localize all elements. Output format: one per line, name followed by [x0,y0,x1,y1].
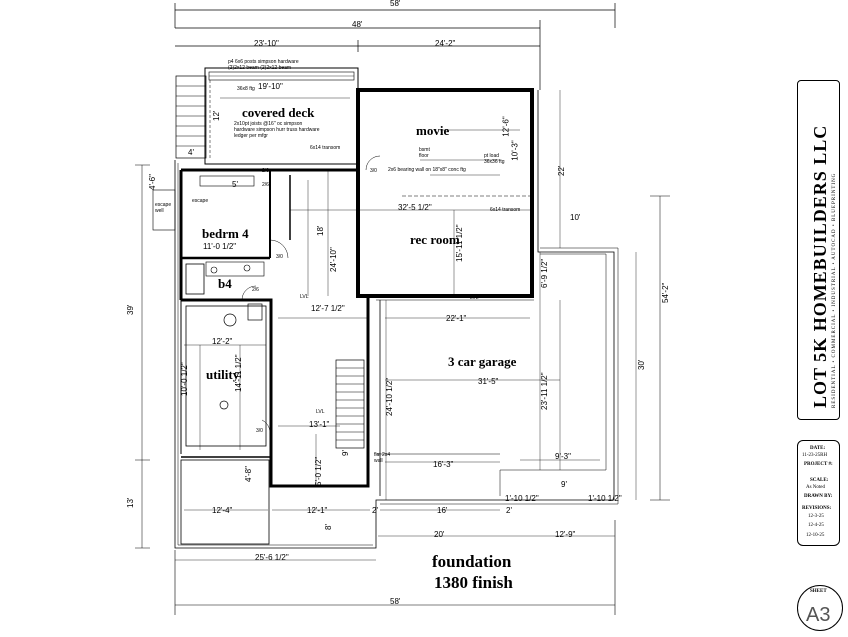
dim-32-5: 32'-5 1/2" [398,203,432,212]
note-door-2-6-a: 2/6 [262,182,269,188]
project-label: PROJECT #: [804,462,833,467]
dim-1-10-a: 1'-10 1/2" [505,494,539,503]
dim-13-1: 13'-1" [309,420,330,429]
dim-24-10: 24'-10" [329,247,338,272]
dim-4-6: 4'-6" [148,174,157,190]
dim-48: 48' [352,20,363,29]
dim-overall-top: 58' [390,0,401,8]
note-door-3-0-c: 3/0 [256,428,263,434]
dim-9: 9' [561,480,567,489]
dim-13: 13' [126,497,135,508]
note-lvl-1: LVL [300,294,309,300]
dim-30: 30' [637,359,646,370]
plan-title: foundation [432,552,512,571]
title-block [797,440,840,546]
dim-1-10-b: 1'-10 1/2" [588,494,622,503]
dim-12-2: 12'-2" [212,337,233,346]
scale-label: SCALE: [810,478,829,483]
room-bedroom-4: bedrm 4 [202,226,249,241]
dim-11-0: 11'-0 1/2" [203,242,237,251]
note-door-2-6-c: 2/6 [262,168,269,174]
company-name: LOT 5K HOMEBUILDERS LLC [810,124,830,408]
date-label: DATE: [810,446,826,451]
dim-24-2: 24'-2" [435,39,456,48]
dim-4-8: 4'-8" [244,466,253,482]
dim-23-11: 23'-11 1/2" [540,372,549,410]
dim-10: 10' [570,213,581,222]
note-door-3-0-a: 3/0 [276,254,283,260]
dim-16: 16' [437,506,448,515]
note-flat-wall: flat 2x4 wall [374,452,391,464]
dim-12-7: 12'-7 1/2" [311,304,345,313]
dim-9-v: 9' [341,450,350,456]
note-deck-beam2: (2)2x12 beam (2)2x12 beam [228,65,292,71]
dim-8: 8' [324,524,333,530]
revision-1: 12-3-25 [808,514,824,519]
dim-12-6: 12'-6" [501,116,511,137]
dim-4: 4' [188,148,194,157]
room-bath-4: b4 [218,276,232,291]
dim-9-3: 9'-3" [555,452,571,461]
sheet-number: A3 [806,604,831,626]
revision-3: 12-10-25 [806,533,825,538]
note-door-2-6-b: 2/6 [252,287,259,293]
note-pt-load: pt load 36x36 ftg [484,153,505,165]
note-deck-joists: 2x10pt joists @16" oc simpson hardware s… [234,121,320,139]
dim-54-2: 54'-2" [661,282,670,303]
dim-12: 12' [212,110,221,121]
note-door-3-0-b: 3/0 [370,168,377,174]
dim-15-11: 15'-11 1/2" [455,224,464,262]
date-value: 11-23-25RH [802,453,828,458]
sheet-marker [797,585,843,631]
dim-2-a: 2' [372,506,378,515]
dim-10-3: 10'-3" [510,140,520,161]
dim-25-6: 25'-6 1/2" [255,553,289,562]
room-garage: 3 car garage [448,354,517,369]
dim-20: 20' [434,530,445,539]
room-utility: utility [206,367,240,382]
dim-2-b: 2' [506,506,512,515]
dim-24-10-b: 24'-10 1/2" [385,377,394,416]
note-deck-ftg: 36x8 ftg [237,86,255,92]
note-bearing: 2x6 bearing wall on 18"x8" conc ftg [388,167,466,173]
dim-12-9: 12'-9" [555,530,576,539]
dim-16-3: 16'-3" [433,460,454,469]
note-transom-2: 6x14 transom [490,207,521,213]
drawn-label: DRAWN BY: [804,494,833,499]
dim-22-1: 22'-1" [446,314,467,323]
dim-18: 18' [316,225,325,236]
dim-39: 39' [126,304,135,315]
room-rec-room: rec room [410,232,460,247]
dim-14-11: 14'-11 1/2" [234,354,243,392]
dim-19-10: 19'-10" [258,82,283,91]
dim-6-9: 6'-9 1/2" [540,258,549,288]
dim-5: 5' [232,180,238,189]
dim-12-1: 12'-1" [307,506,328,515]
sheet-label: SHEET [810,589,827,594]
dim-overall-bottom: 58' [390,597,401,606]
dim-10-0: 10'-0 1/2" [180,362,189,396]
note-bsmt-floor: bsmt floor [419,147,430,159]
note-deck-beam: p4 6x6 posts simpson hardware [228,59,299,65]
dim-22: 22' [557,165,566,176]
dim-23-10: 23'-10" [254,39,279,48]
room-covered-deck: covered deck [242,105,315,120]
company-logo [797,80,840,420]
plan-subtitle: 1380 finish [434,573,513,592]
note-escape-well: escape well [155,202,172,214]
note-lvl-3: LVL [470,295,479,301]
dim-12-4: 12'-4" [212,506,233,515]
scale-value: As Noted [806,485,826,490]
company-tagline: RESIDENTIAL • COMMERCIAL • INDUSTRIAL • … [832,172,837,408]
note-escape-1: escape [192,198,209,204]
dim-31-5: 31'-5" [478,377,499,386]
dim-5-0: 5'-0 1/2" [314,456,323,486]
revision-2: 12-4-25 [808,523,824,528]
room-movie: movie [416,123,450,138]
note-transom-1: 6x14 transom [310,145,341,151]
note-lvl-2: LVL [316,409,325,415]
revisions-label: REVISIONS: [802,506,832,511]
